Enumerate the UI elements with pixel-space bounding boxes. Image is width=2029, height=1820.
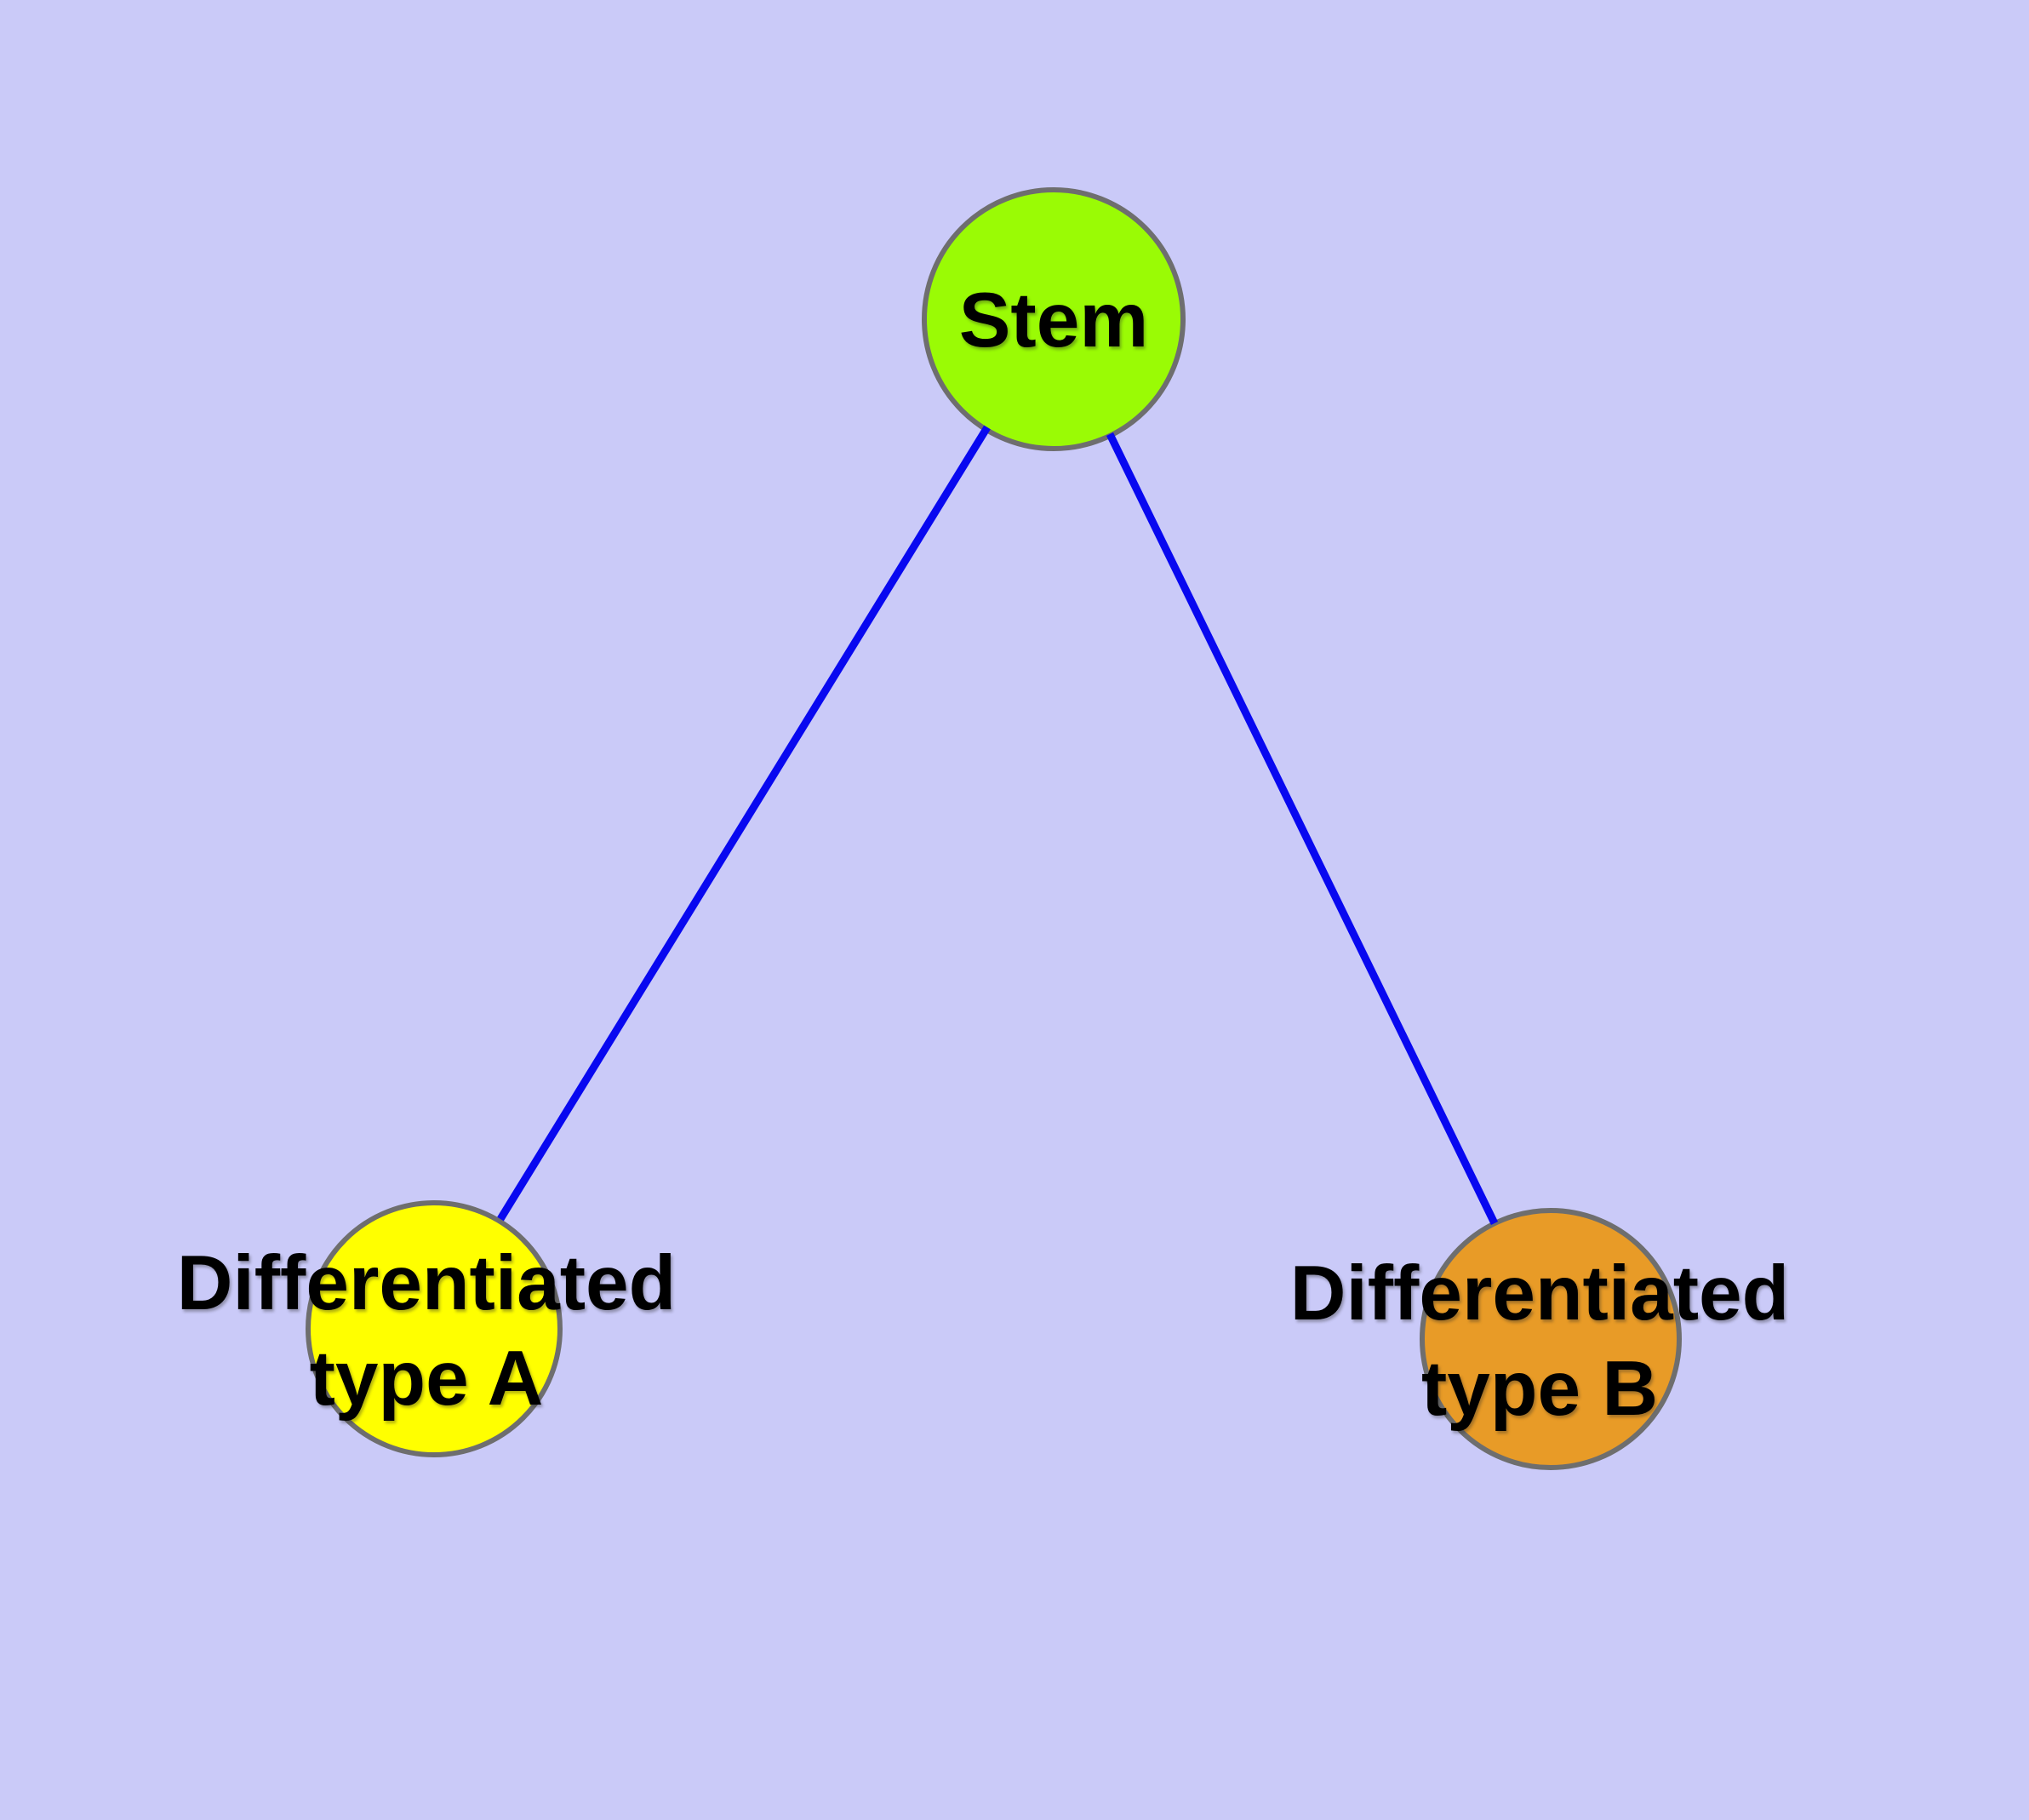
edge-stem-to-type-b [1106,432,1499,1225]
stem-node[interactable] [922,187,1186,451]
edge-stem-to-type-a [497,425,991,1222]
differentiated-type-b-node[interactable] [1420,1208,1682,1470]
differentiated-type-a-node[interactable] [306,1200,563,1457]
